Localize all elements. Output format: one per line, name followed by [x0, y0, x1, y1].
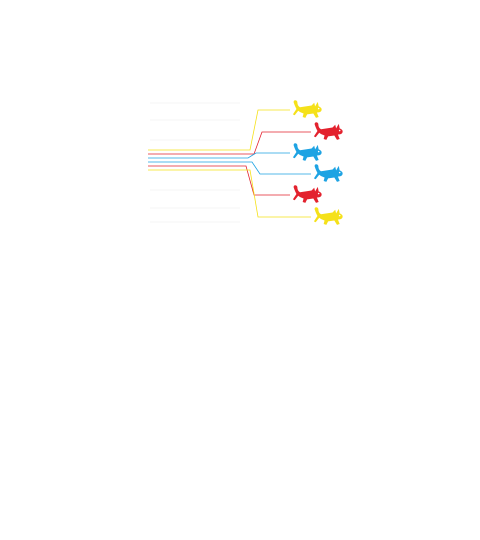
cat-icon	[292, 185, 322, 203]
cat-icon	[313, 207, 343, 225]
leash-line	[148, 161, 311, 175]
leash-line	[148, 169, 311, 218]
leash-line	[148, 109, 290, 151]
cat-icon	[313, 164, 343, 182]
cats	[292, 100, 343, 225]
cat-icon	[292, 143, 322, 161]
background-lines	[150, 102, 240, 223]
cat-icon	[313, 122, 343, 140]
cat-icon	[292, 100, 322, 118]
leash-line	[148, 165, 290, 196]
leash-lines	[148, 109, 311, 218]
leash-line	[148, 131, 311, 155]
leash-line	[148, 152, 290, 159]
